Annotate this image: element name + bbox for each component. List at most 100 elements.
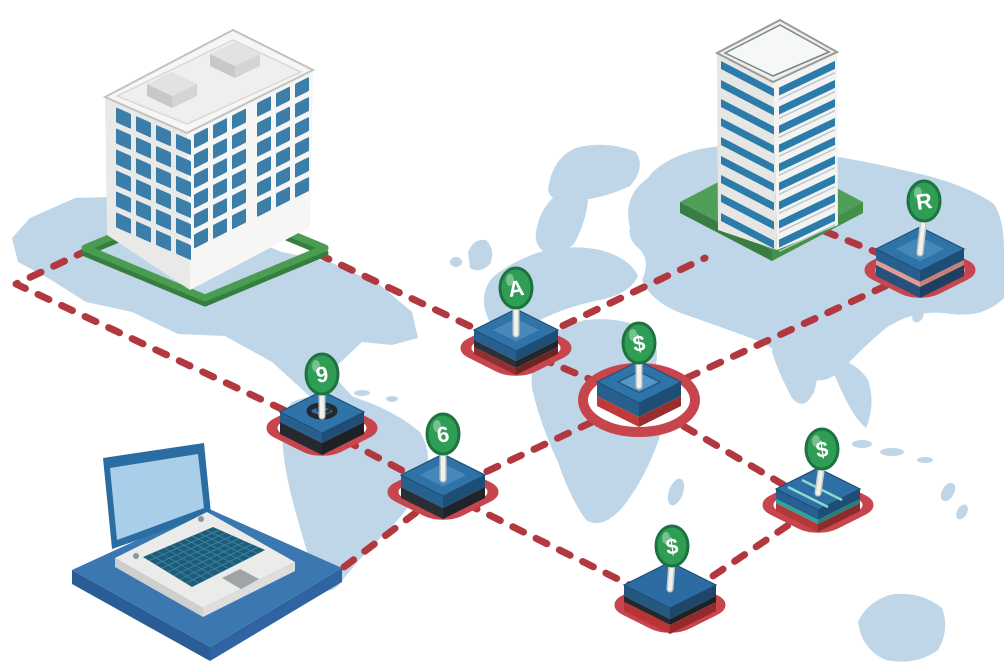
device-layer-right [443,475,485,508]
building-window [213,138,227,159]
link-building-to-node9 [12,246,326,432]
device-layer-right [639,382,681,417]
pin-highlight [433,420,441,432]
building-window [156,146,171,168]
device-layer-left [474,347,516,375]
server-slot [779,212,835,248]
building-window [194,207,208,229]
device-layer-right [920,265,964,298]
pin-label: A [506,275,525,302]
laptop-keyboard-grid [148,529,259,584]
server-slot [721,175,774,211]
building-window [194,127,208,149]
building-window [213,178,227,199]
server-tower [714,18,840,253]
building-window [257,96,271,117]
server-slot [721,137,774,173]
island-japan-1 [895,292,909,308]
device-layer-left [280,412,322,443]
building-window [156,209,171,231]
node-s-mid: $ [578,321,700,437]
node-s-bottom: $ [614,524,726,634]
keyboard-col-line [198,532,251,558]
keyboard-col-line [163,547,215,577]
keyboard-col-line [177,541,229,569]
building-window [213,218,227,239]
building-window [295,77,309,98]
building-window [295,157,309,178]
building-window [194,187,208,209]
device-layer-left [280,422,322,455]
building-windows-left [116,107,191,260]
device-layer-right [818,499,860,524]
device-layer-right [920,249,964,282]
island-uk [468,239,493,271]
device-layer-left [597,382,639,417]
keyboard-col-line [184,538,237,566]
building-window [213,118,227,139]
building-window [232,168,246,190]
device-layer-right [818,503,860,532]
island-caribbean-1 [354,390,370,396]
device-layer-left [776,503,818,532]
server-slot-line [779,223,835,253]
server-slot-line [779,147,835,177]
building-window [176,218,191,239]
pin-head-icon [498,266,534,310]
server-slot [779,155,835,191]
building-window [232,188,246,210]
pin-head-icon [654,524,690,568]
network-nodes: A96$$$R [266,179,976,634]
building-window [136,179,151,201]
server-slot [779,98,835,134]
building-window [156,188,171,210]
server-slot-line [779,71,835,101]
building-window [194,227,208,249]
device-layer-right [516,340,558,368]
building-window [295,177,309,198]
device-layer-left [401,487,443,519]
server-slot-line [779,166,835,196]
building-window [257,156,271,177]
keyboard-col-line [149,553,200,584]
building-window [276,166,290,188]
device-layer-right [443,487,485,519]
server-slot [779,136,835,172]
building-window [276,86,290,108]
building-window [194,147,208,169]
pin-label: $ [814,436,830,462]
pin-highlight [914,187,922,199]
building-window [295,97,309,118]
building-window [257,176,271,197]
island-caribbean-2 [386,396,398,402]
pin-head-icon [906,179,942,223]
building-window [232,108,246,130]
device-layer-left [597,396,639,427]
island-nz-2 [956,504,968,520]
pin-label: R [914,188,933,215]
building-window [213,158,227,179]
device-layer-right [670,585,716,619]
server-slot [779,60,835,96]
building-window [276,146,290,168]
device-layer-right [516,330,558,361]
keyboard-col-line [205,529,258,555]
building-window [136,137,151,159]
node-s-right: $ [762,427,874,533]
server-rack-slots-right [779,60,835,253]
keyboard-col-line [156,550,207,581]
device-layer-left [776,489,818,520]
pin-label: 6 [435,421,451,447]
device-layer-right [818,489,860,520]
island-madagascar [667,478,685,506]
region-scandinavia [535,190,588,254]
device-layer-right [322,422,364,455]
building-window [176,239,191,260]
server-slot-line [779,90,835,120]
pin-highlight [312,360,320,372]
device-layer-right [670,596,716,625]
server-slot [721,61,774,97]
device-layer-left [876,249,920,282]
device-layer-left [474,330,516,361]
